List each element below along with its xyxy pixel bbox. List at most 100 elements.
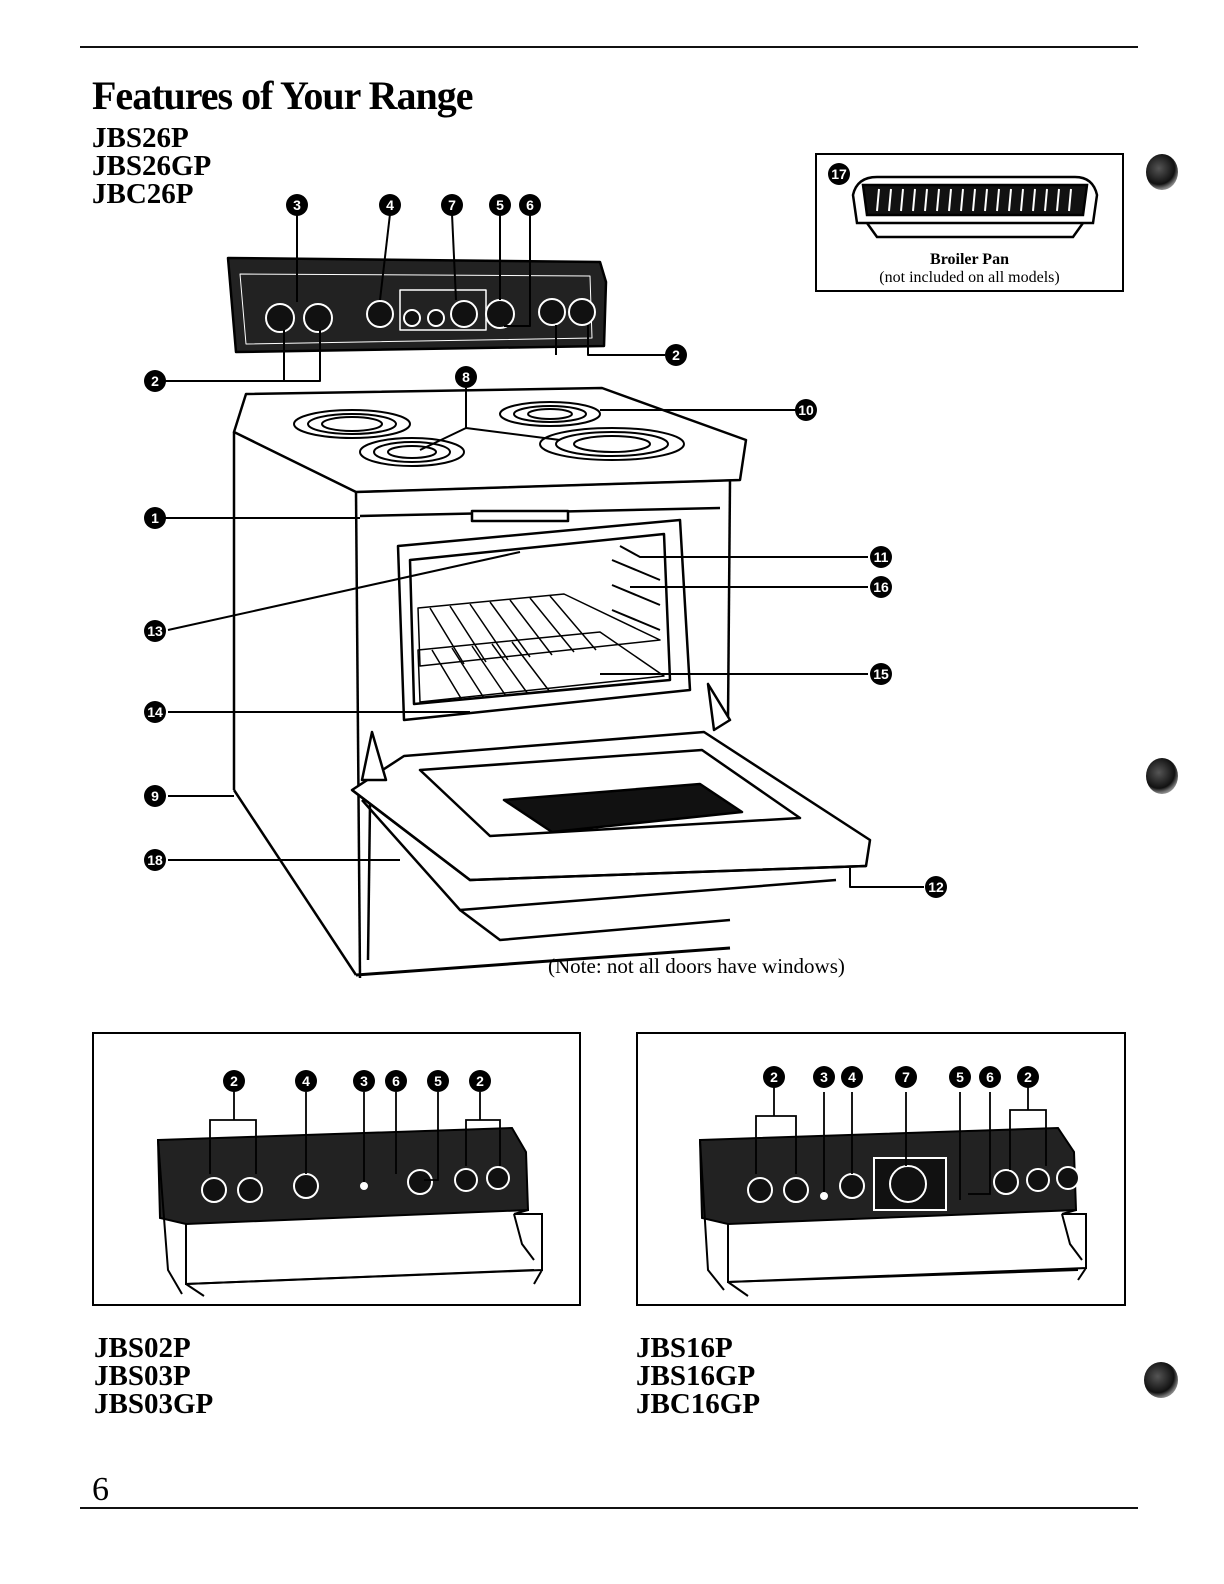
svg-text:2: 2	[476, 1073, 484, 1089]
callout-6: 6	[519, 194, 541, 216]
callout-2: 2	[1017, 1066, 1039, 1088]
oven-cavity	[398, 520, 690, 720]
clock-face	[890, 1166, 926, 1202]
callout-6: 6	[979, 1066, 1001, 1088]
knob	[294, 1174, 318, 1198]
knob	[367, 301, 393, 327]
knob	[748, 1178, 772, 1202]
knob	[840, 1174, 864, 1198]
svg-text:1: 1	[151, 510, 159, 526]
door-window-note: (Note: not all doors have windows)	[548, 953, 845, 979]
callout-4: 4	[841, 1066, 863, 1088]
callout-15: 15	[870, 663, 892, 685]
svg-text:16: 16	[873, 579, 889, 595]
binder-hole	[1144, 1362, 1178, 1398]
storage-drawer	[368, 804, 370, 960]
callout-16: 16	[870, 576, 892, 598]
broiler-pan-inset: 17 Broiler Pan (not included on all mode…	[815, 153, 1124, 292]
svg-text:5: 5	[496, 197, 504, 213]
model-number: JBS16P	[636, 1334, 760, 1362]
callout-4: 4	[379, 194, 401, 216]
callout-8: 8	[455, 366, 477, 388]
svg-text:13: 13	[147, 623, 163, 639]
knob	[1027, 1169, 1049, 1191]
callout-3: 3	[353, 1070, 375, 1092]
callout-4: 4	[295, 1070, 317, 1092]
svg-text:3: 3	[293, 197, 301, 213]
knob	[238, 1178, 262, 1202]
svg-text:14: 14	[147, 704, 163, 720]
svg-text:5: 5	[956, 1069, 964, 1085]
svg-text:6: 6	[986, 1069, 994, 1085]
indicator-light	[361, 1183, 367, 1189]
callout-5: 5	[489, 194, 511, 216]
svg-text:6: 6	[526, 197, 534, 213]
knob	[1057, 1167, 1079, 1189]
knob	[784, 1178, 808, 1202]
svg-text:2: 2	[672, 347, 680, 363]
knob	[451, 301, 477, 327]
svg-text:18: 18	[147, 852, 163, 868]
callout-5: 5	[427, 1070, 449, 1092]
callout-11: 11	[870, 546, 892, 568]
knob	[455, 1169, 477, 1191]
svg-text:7: 7	[902, 1069, 910, 1085]
svg-text:12: 12	[928, 879, 944, 895]
svg-text:4: 4	[386, 197, 394, 213]
left-model-list: JBS02P JBS03P JBS03GP	[94, 1334, 213, 1418]
control-panel-illustration: 2 4 3 6 5 2	[94, 1034, 579, 1304]
knob	[994, 1170, 1018, 1194]
broiler-pan-label: Broiler Pan	[817, 251, 1122, 269]
svg-text:5: 5	[434, 1073, 442, 1089]
callout-3: 3	[286, 194, 308, 216]
knob	[539, 299, 565, 325]
indicator-light	[821, 1193, 827, 1199]
callout-2: 2	[469, 1070, 491, 1092]
callout-2: 2	[763, 1066, 785, 1088]
knob	[487, 1167, 509, 1189]
svg-text:8: 8	[462, 369, 470, 385]
callout-9: 9	[144, 785, 166, 807]
svg-text:9: 9	[151, 788, 159, 804]
svg-text:3: 3	[820, 1069, 828, 1085]
svg-text:3: 3	[360, 1073, 368, 1089]
callout-6: 6	[385, 1070, 407, 1092]
svg-text:2: 2	[1024, 1069, 1032, 1085]
callout-17: 17	[831, 166, 847, 182]
page-number: 6	[92, 1470, 109, 1510]
svg-text:11: 11	[874, 549, 889, 565]
model-number: JBS16GP	[636, 1362, 760, 1390]
callout-1: 1	[144, 507, 166, 529]
svg-text:2: 2	[230, 1073, 238, 1089]
callout-13: 13	[144, 620, 166, 642]
model-number: JBS03P	[94, 1362, 213, 1390]
binder-hole	[1146, 154, 1178, 190]
knob	[304, 304, 332, 332]
svg-text:10: 10	[798, 402, 814, 418]
binder-hole	[1146, 758, 1178, 794]
svg-text:4: 4	[848, 1069, 856, 1085]
knob	[408, 1170, 432, 1194]
control-panel-illustration: 2 3 4 7 5 6 2	[638, 1034, 1124, 1304]
callout-3: 3	[813, 1066, 835, 1088]
control-panel-inset-left: 2 4 3 6 5 2	[92, 1032, 581, 1306]
svg-text:7: 7	[448, 197, 456, 213]
knob	[404, 310, 420, 326]
knob	[202, 1178, 226, 1202]
callout-7: 7	[441, 194, 463, 216]
bottom-rule	[80, 1507, 1138, 1509]
knob	[569, 299, 595, 325]
callout-7: 7	[895, 1066, 917, 1088]
callout-18: 18	[144, 849, 166, 871]
broiler-pan-note: (not included on all models)	[817, 269, 1122, 287]
svg-text:6: 6	[392, 1073, 400, 1089]
svg-text:2: 2	[151, 373, 159, 389]
control-panel-inset-right: 2 3 4 7 5 6 2	[636, 1032, 1126, 1306]
broiler-pan-illustration: 17	[817, 155, 1122, 245]
callout-2: 2	[144, 370, 166, 392]
callout-2: 2	[223, 1070, 245, 1092]
knob	[486, 300, 514, 328]
right-model-list: JBS16P JBS16GP JBC16GP	[636, 1334, 760, 1418]
knob	[428, 310, 444, 326]
svg-text:4: 4	[302, 1073, 310, 1089]
